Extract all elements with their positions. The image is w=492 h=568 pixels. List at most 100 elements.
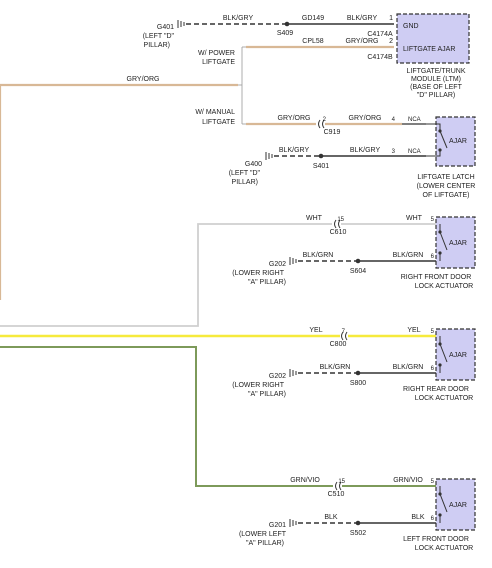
pin-c510: 15 bbox=[338, 479, 345, 485]
variant-power-2: LIFTGATE bbox=[202, 59, 235, 66]
connector-c510-symbol bbox=[335, 481, 342, 491]
connector-c800-symbol bbox=[341, 331, 348, 341]
g202b-id: G202 bbox=[269, 373, 286, 380]
splice-s604-dot[interactable] bbox=[355, 258, 361, 264]
pin-rf-5: 5 bbox=[431, 217, 435, 223]
variant-bracket bbox=[238, 46, 246, 125]
rr-caption-2: LOCK ACTUATOR bbox=[415, 395, 473, 402]
rf-caption-1: RIGHT FRONT DOOR bbox=[401, 274, 472, 281]
label-blk-grn-rf-right: BLK/GRN bbox=[393, 252, 424, 259]
pin-lf-5: 5 bbox=[431, 479, 435, 485]
splice-s800: S800 bbox=[350, 380, 366, 387]
g401-ground bbox=[177, 20, 185, 28]
rf-actuator-box[interactable] bbox=[435, 216, 476, 269]
pin-lf-6: 6 bbox=[431, 516, 435, 522]
label-blk-grn-rf-left: BLK/GRN bbox=[303, 252, 334, 259]
label-wht-left: WHT bbox=[306, 215, 323, 222]
splice-s401-dot[interactable] bbox=[318, 153, 324, 159]
pin-latch-4: 4 bbox=[392, 117, 396, 123]
ltm-caption-2: MODULE (LTM) bbox=[411, 76, 461, 83]
g202b-loc2: "A" PILLAR) bbox=[248, 391, 286, 398]
g400-loc2: PILLAR) bbox=[232, 179, 258, 186]
g202a-loc1: (LOWER RIGHT bbox=[232, 270, 284, 277]
g202a-ground bbox=[289, 257, 297, 265]
label-gry-org-p1: GRY/ORG bbox=[346, 38, 379, 45]
g400-ground bbox=[265, 152, 273, 160]
rr-actuator-box[interactable] bbox=[435, 328, 476, 381]
pin-rf-6: 6 bbox=[431, 254, 435, 260]
lf-caption-1: LEFT FRONT DOOR bbox=[403, 536, 469, 543]
splice-s502-dot[interactable] bbox=[355, 520, 361, 526]
g401-id: G401 bbox=[157, 24, 174, 31]
label-gd149: GD149 bbox=[302, 15, 324, 22]
latch-ajar-switch bbox=[426, 123, 448, 157]
label-grn-vio-left: GRN/VIO bbox=[290, 477, 320, 484]
label-cpl58: CPL58 bbox=[302, 38, 324, 45]
label-grn-vio-right: GRN/VIO bbox=[393, 477, 423, 484]
g401-loc1: (LEFT "D" bbox=[143, 33, 175, 40]
latch-caption-2: (LOWER CENTER bbox=[417, 183, 476, 190]
connector-c610: C610 bbox=[330, 229, 347, 236]
latch-caption-1: LIFTGATE LATCH bbox=[417, 174, 474, 181]
label-blk-gry-latch-right: BLK/GRY bbox=[350, 147, 381, 154]
splice-s401: S401 bbox=[313, 163, 329, 170]
label-gry-org-latch-right: GRY/ORG bbox=[349, 115, 382, 122]
pin-latch-3: 3 bbox=[392, 149, 396, 155]
wire-grn-vio-trunk[interactable] bbox=[0, 346, 333, 487]
latch-component-box[interactable] bbox=[435, 116, 476, 167]
label-blk-gry-top-left: BLK/GRY bbox=[223, 15, 254, 22]
connector-c800: C800 bbox=[330, 341, 347, 348]
g201-id: G201 bbox=[269, 522, 286, 529]
pin-c610: 15 bbox=[337, 217, 344, 223]
connector-c510: C510 bbox=[328, 491, 345, 498]
label-yel-left: YEL bbox=[309, 327, 322, 334]
g202b-loc1: (LOWER RIGHT bbox=[232, 382, 284, 389]
rf-caption-2: LOCK ACTUATOR bbox=[415, 283, 473, 290]
g401-loc2: PILLAR) bbox=[144, 42, 170, 49]
latch-caption-3: OF LIFTGATE) bbox=[423, 192, 470, 199]
connector-c919-symbol bbox=[318, 119, 325, 129]
wire-wht-trunk[interactable] bbox=[0, 223, 332, 327]
latch-nca-bottom: NCA bbox=[408, 149, 421, 155]
label-yel-right: YEL bbox=[407, 327, 420, 334]
g202a-loc2: "A" PILLAR) bbox=[248, 279, 286, 286]
latch-nca-top: NCA bbox=[408, 117, 421, 123]
label-blk-gry-latch-left: BLK/GRY bbox=[279, 147, 310, 154]
g400-loc1: (LEFT "D" bbox=[229, 170, 261, 177]
g202b-ground bbox=[289, 369, 297, 377]
lf-actuator-box[interactable] bbox=[435, 478, 476, 531]
ltm-caption-1: LIFTGATE/TRUNK bbox=[407, 68, 466, 75]
pin-c800: 7 bbox=[342, 329, 346, 335]
g201-ground bbox=[289, 519, 297, 527]
ltm-caption-4: "D" PILLAR) bbox=[417, 92, 455, 99]
label-blk-gry-top-right: BLK/GRY bbox=[347, 15, 378, 22]
rr-caption-1: RIGHT REAR DOOR bbox=[403, 386, 469, 393]
rr-ajar-switch bbox=[438, 336, 448, 373]
splice-s604: S604 bbox=[350, 268, 366, 275]
label-gry-org-latch-left: GRY/ORG bbox=[278, 115, 311, 122]
rf-switch-label: AJAR bbox=[449, 240, 467, 247]
variant-manual-1: W/ MANUAL bbox=[195, 109, 235, 116]
connector-c610-symbol bbox=[334, 219, 341, 229]
splice-s800-dot[interactable] bbox=[355, 370, 361, 376]
label-wht-right: WHT bbox=[406, 215, 423, 222]
lf-switch-label: AJAR bbox=[449, 502, 467, 509]
label-blk-grn-rr-right: BLK/GRN bbox=[393, 364, 424, 371]
g400-id: G400 bbox=[245, 161, 262, 168]
ltm-input-label: LIFTGATE AJAR bbox=[403, 46, 455, 53]
ltm-gnd-label: GND bbox=[403, 23, 419, 30]
splice-s409-dot[interactable] bbox=[284, 21, 290, 27]
g201-loc2: "A" PILLAR) bbox=[246, 540, 284, 547]
connector-c4174a: C4174A bbox=[367, 31, 393, 38]
wire-gry-org-main[interactable] bbox=[0, 83, 238, 300]
rf-ajar-switch bbox=[438, 224, 448, 261]
pin-ltm-2: 2 bbox=[389, 38, 393, 45]
splice-s502: S502 bbox=[350, 530, 366, 537]
label-gry-org-main: GRY/ORG bbox=[127, 76, 160, 83]
label-blk-lf-left: BLK bbox=[324, 514, 338, 521]
ltm-module-box[interactable] bbox=[396, 13, 470, 64]
pin-rr-5: 5 bbox=[431, 329, 435, 335]
lf-ajar-switch bbox=[438, 486, 448, 523]
variant-manual-2: LIFTGATE bbox=[202, 119, 235, 126]
